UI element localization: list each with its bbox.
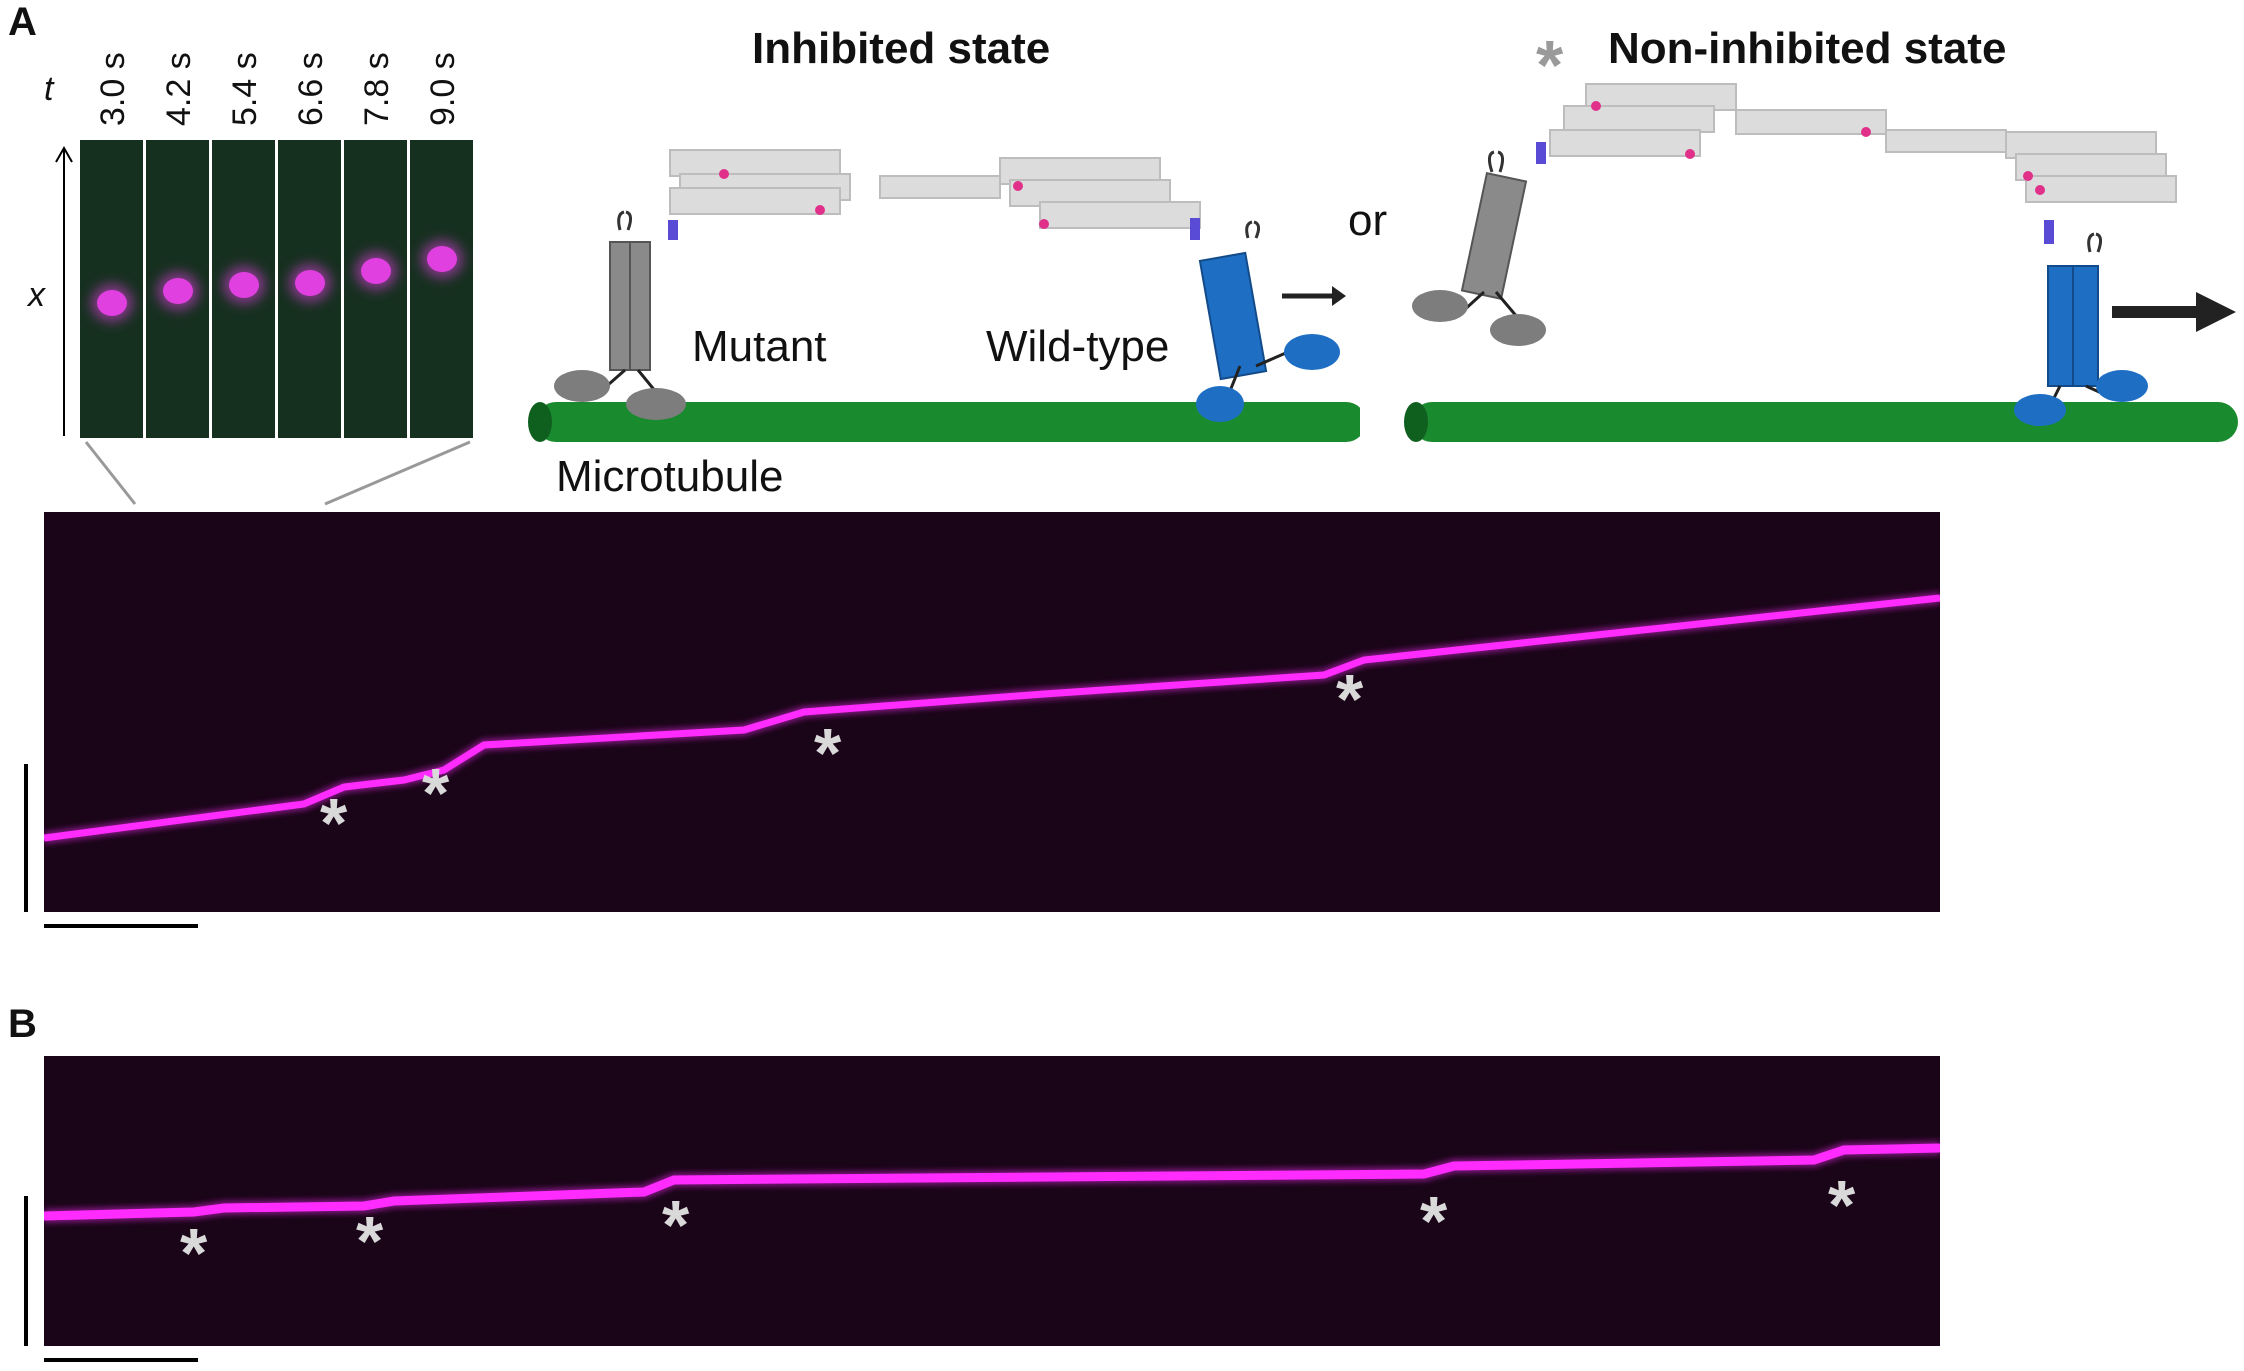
stalk-rods-extended	[1549, 83, 2177, 203]
kymograph-a-star-4: *	[1336, 660, 1364, 738]
time-label-4: 6.6 s	[292, 52, 330, 126]
kymograph-b-trace	[44, 1141, 1940, 1223]
microtubule-noninhibited	[1404, 402, 2238, 442]
kymograph-a	[44, 512, 1940, 912]
time-label-6: 9.0 s	[424, 52, 462, 126]
time-label-3: 5.4 s	[226, 52, 264, 126]
molecule-spot	[361, 258, 391, 284]
zoom-guide-lines	[84, 440, 471, 506]
molecule-spot	[427, 246, 457, 272]
x-axis-label: x	[28, 276, 45, 314]
marker-dots-extended	[1591, 101, 2045, 195]
kymograph-b-star-1: *	[180, 1214, 208, 1292]
kymograph-b	[44, 1056, 1940, 1346]
t-axis-label: t	[44, 70, 54, 108]
marker-dots	[719, 169, 1049, 229]
panel-label-b: B	[8, 1002, 37, 1046]
time-label-2: 4.2 s	[160, 52, 198, 126]
molecule-spot	[295, 270, 325, 296]
large-arrow-icon	[2112, 292, 2236, 332]
small-arrow-icon	[1282, 286, 1346, 306]
stalk-rods	[669, 149, 1201, 229]
microtubule-label: Microtubule	[556, 452, 784, 501]
noninhibited-state-diagram	[1404, 83, 2238, 442]
or-label: or	[1348, 196, 1388, 245]
inhibited-state-diagram	[528, 149, 1360, 442]
time-lapse-frame-6	[410, 140, 473, 438]
kymograph-a-star-2: *	[422, 754, 450, 832]
molecule-spot	[97, 290, 127, 316]
time-lapse-frame-4	[278, 140, 344, 438]
kymograph-a-trace	[44, 592, 1940, 844]
time-label-5: 7.8 s	[358, 52, 396, 126]
panel-label-a: A	[8, 0, 37, 44]
time-label-1: 3.0 s	[94, 52, 132, 126]
noninhibited-star-icon: *	[1536, 26, 1564, 104]
time-lapse-frame-3	[212, 140, 278, 438]
noninhibited-state-title: Non-inhibited state	[1608, 24, 2007, 73]
time-lapse-frame-5	[344, 140, 410, 438]
time-lapse-frame-1	[80, 140, 146, 438]
kymograph-a-horizontal-scalebar	[44, 924, 198, 928]
kymograph-b-star-3: *	[662, 1186, 690, 1264]
time-lapse-frame-2	[146, 140, 212, 438]
microtubule-inhibited	[528, 402, 1360, 442]
kymograph-b-star-4: *	[1420, 1182, 1448, 1260]
kymograph-a-star-3: *	[814, 714, 842, 792]
inhibited-state-title: Inhibited state	[752, 24, 1051, 73]
molecule-spot	[229, 272, 259, 298]
molecule-spot	[163, 278, 193, 304]
kymograph-b-star-2: *	[356, 1202, 384, 1280]
kymograph-b-star-5: *	[1828, 1166, 1856, 1244]
mutant-motor	[554, 210, 686, 420]
kymograph-b-horizontal-scalebar	[44, 1358, 198, 1362]
wildtype-motor	[1190, 218, 1340, 422]
time-lapse-axes	[55, 145, 73, 436]
kymograph-a-star-1: *	[320, 784, 348, 862]
mutant-label: Mutant	[692, 322, 827, 371]
wildtype-label: Wild-type	[986, 322, 1170, 371]
kymograph-a-vertical-scalebar	[24, 764, 28, 912]
wildtype-motor-walking	[2014, 220, 2148, 426]
kymograph-b-vertical-scalebar	[24, 1196, 28, 1346]
mutant-motor-detached	[1412, 142, 1546, 346]
